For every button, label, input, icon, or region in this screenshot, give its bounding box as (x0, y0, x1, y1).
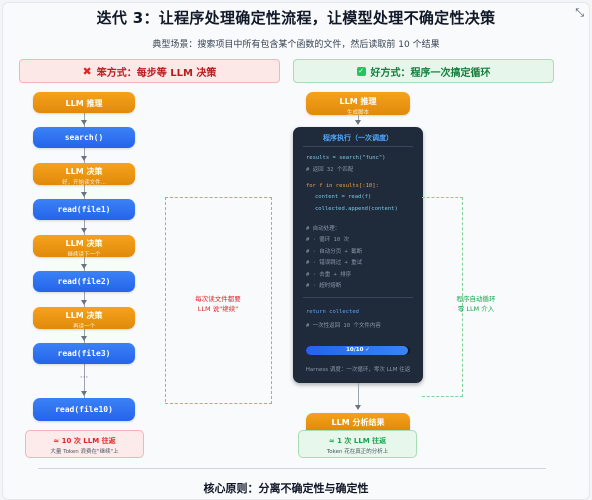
left-loop-bracket-frame (165, 197, 272, 404)
node-sublabel: 继续读下一个 (67, 252, 101, 258)
node-sublabel: 好，开始读文件... (62, 180, 106, 186)
node-label: LLM 分析结果 (331, 418, 385, 427)
code-line: # · 循环 10 次 (306, 237, 349, 243)
left-node-llm-decision-3: LLM 决策 再读一个 (33, 307, 135, 330)
right-flow-line-bottom (358, 383, 359, 408)
code-line: # · 错误跳过 + 重试 (306, 260, 363, 266)
right-loop-note: 程序自动循环 零 LLM 介入 (440, 294, 512, 314)
node-label: read(file3) (57, 349, 111, 358)
harness-note: Harness 调度：一次循环，零次 LLM 往返 (305, 367, 411, 373)
ellipsis: ··· (79, 373, 89, 383)
code-panel-title: 程序执行（一次调度） (323, 134, 393, 142)
collapse-icon[interactable]: ⤡ (575, 6, 584, 19)
arrow-icon (355, 120, 361, 125)
node-label: read(file1) (57, 205, 111, 214)
arrow-icon (81, 228, 87, 233)
code-line: # 自动处理： (306, 226, 341, 232)
left-node-llm-reasoning: LLM 推理 (33, 92, 135, 113)
core-principle: 核心原则：分离不确定性与确定性 (203, 482, 369, 495)
bad-approach-summary: ≈ 10 次 LLM 往返 大量 Token 浪费在"继续"上 (25, 430, 144, 458)
left-node-read-file2: read(file2) (33, 271, 135, 292)
left-node-llm-decision-1: LLM 决策 好，开始读文件... (33, 163, 135, 186)
good-approach-summary: ≈ 1 次 LLM 往返 Token 花在真正的分析上 (298, 430, 417, 458)
arrow-icon (81, 300, 87, 305)
node-label: LLM 决策 (65, 311, 103, 320)
left-loop-note: 每次读文件都要 LLM 说"继续" (166, 294, 270, 314)
arrow-icon (81, 156, 87, 161)
node-sublabel: 生成脚本 (346, 110, 369, 116)
node-label: LLM 决策 (65, 239, 103, 248)
arrow-icon (81, 264, 87, 269)
footer-divider (38, 468, 546, 469)
good-approach-header: ✓ 好方式：程序一次搞定循环 (293, 59, 554, 83)
left-flow-line (84, 113, 85, 403)
left-node-read-file10: read(file10) (33, 398, 135, 421)
bad-approach-label: 笨方式：每步等 LLM 决策 (96, 67, 217, 79)
note-line: LLM 说"继续" (197, 305, 239, 313)
right-node-llm-analysis: LLM 分析结果 (306, 413, 410, 430)
program-execution-panel: 程序执行（一次调度） results = search("func") # 返回… (293, 127, 423, 383)
code-line: collected.append(content) (315, 206, 398, 212)
summary-main: ≈ 10 次 LLM 往返 (53, 437, 116, 445)
left-loop-bracket (165, 197, 166, 402)
divider (303, 297, 413, 298)
code-line: # · 去重 + 排序 (306, 272, 352, 278)
progress-fill (306, 346, 408, 355)
node-label: read(file10) (55, 405, 113, 414)
right-flow-line (358, 115, 359, 123)
code-line: # 一次性返回 10 个文件内容 (306, 323, 381, 329)
node-label: LLM 决策 (65, 167, 103, 176)
summary-sub: 大量 Token 浪费在"继续"上 (50, 449, 119, 455)
code-line: # · 超时熔断 (306, 283, 342, 289)
node-sublabel: 再读一个 (72, 324, 95, 330)
code-line: # 返回 32 个匹配 (306, 167, 354, 173)
left-node-llm-decision-2: LLM 决策 继续读下一个 (33, 235, 135, 258)
right-loop-bracket (422, 197, 463, 397)
divider (303, 146, 413, 147)
summary-sub: Token 花在真正的分析上 (326, 449, 389, 455)
code-line: results = search("func") (306, 155, 386, 161)
code-line: content = read(f) (315, 194, 372, 200)
code-line: # · 自动分页 + 截断 (306, 249, 363, 255)
progress-bar (306, 346, 410, 355)
check-icon: ✓ (356, 66, 366, 76)
page-title: 迭代 3：让程序处理确定性流程，让模型处理不确定性决策 (96, 9, 496, 27)
good-approach-label: 好方式：程序一次搞定循环 (370, 67, 491, 79)
arrow-icon (81, 391, 87, 396)
left-node-read-file3: read(file3) (33, 343, 135, 364)
note-line: 程序自动循环 (456, 295, 496, 303)
summary-main: ≈ 1 次 LLM 往返 (328, 437, 387, 445)
arrow-icon (81, 192, 87, 197)
page-subtitle: 典型场景：搜索项目中所有包含某个函数的文件，然后读取前 10 个结果 (152, 40, 440, 50)
node-label: read(file2) (57, 277, 111, 286)
bad-approach-header: ✖ 笨方式：每步等 LLM 决策 (19, 59, 280, 83)
left-node-search: search() (33, 127, 135, 148)
node-label: search() (64, 133, 104, 142)
note-line: 零 LLM 介入 (457, 305, 495, 313)
code-line: for f in results[:10]: (306, 183, 379, 189)
left-node-read-file1: read(file1) (33, 199, 135, 220)
progress-label: 10/10 ✓ (346, 347, 370, 353)
code-line: return collected (306, 309, 359, 315)
arrow-icon (355, 405, 361, 410)
cross-icon: ✖ (82, 64, 92, 78)
right-node-llm-reasoning: LLM 推理 生成脚本 (306, 92, 410, 116)
node-label: LLM 推理 (339, 97, 377, 106)
node-label: LLM 推理 (65, 99, 103, 108)
arrow-icon (81, 336, 87, 341)
arrow-icon (81, 120, 87, 125)
note-line: 每次读文件都要 (195, 295, 241, 303)
